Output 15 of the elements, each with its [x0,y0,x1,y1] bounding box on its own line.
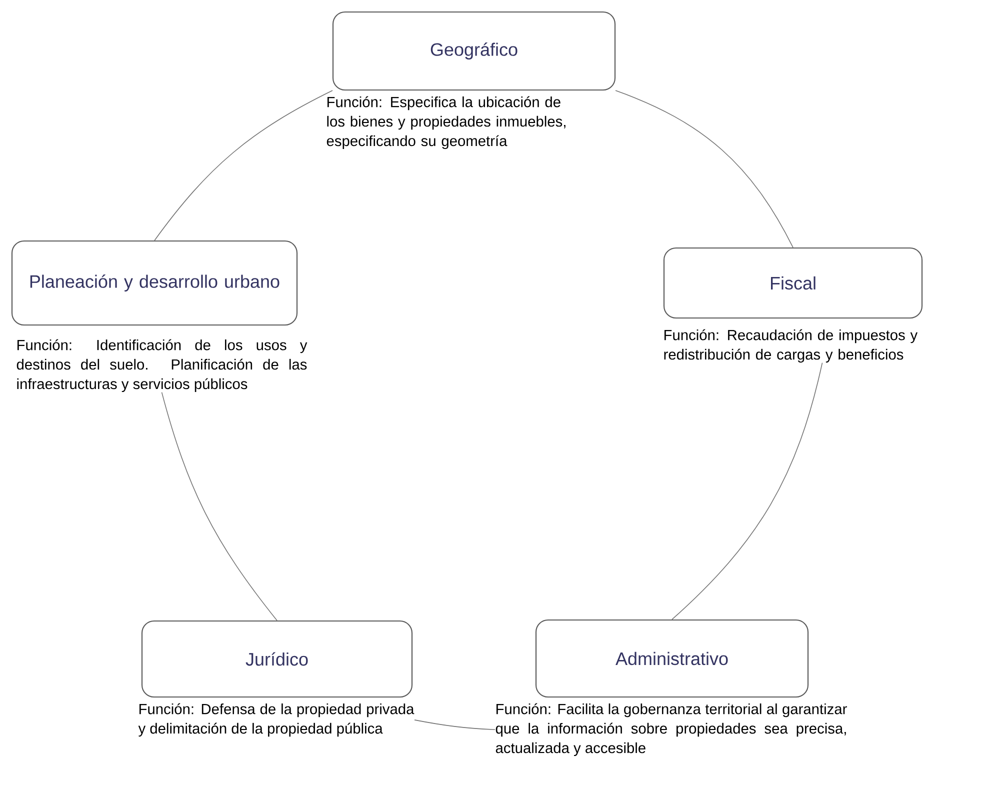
function-text: Función: Recaudación de impuestos y redistribución de cargas y beneficios [664,329,918,363]
category-box: Fiscal [663,247,923,319]
function-text: Función: Defensa de la propiedad privada y delimitación de la propiedad pública [138,703,414,737]
connector-arc [161,392,278,621]
function-text: Función: Identificación de los usos y destinos del suelo. Planificación de las infraestructuras y servicios públicos [16,339,308,392]
connector-arc [672,362,823,620]
category-box: Planeación y desarrollo urbano [11,240,298,326]
function-text: Función: Especifica la ubicación de los bienes y propiedades inmuebles, especificando su geometría [326,96,566,150]
category-box: Geográfico [332,11,616,91]
category-box: Jurídico [141,620,413,698]
function-text: Función: Facilita la gobernanza territorial al garantizar que la información sobre propiedades sea precisa, actualizada y accesible [496,703,847,756]
category-box: Administrativo [535,619,809,698]
connector-arc [615,90,794,248]
connector-arc [154,90,333,241]
connector-arc [414,720,496,730]
